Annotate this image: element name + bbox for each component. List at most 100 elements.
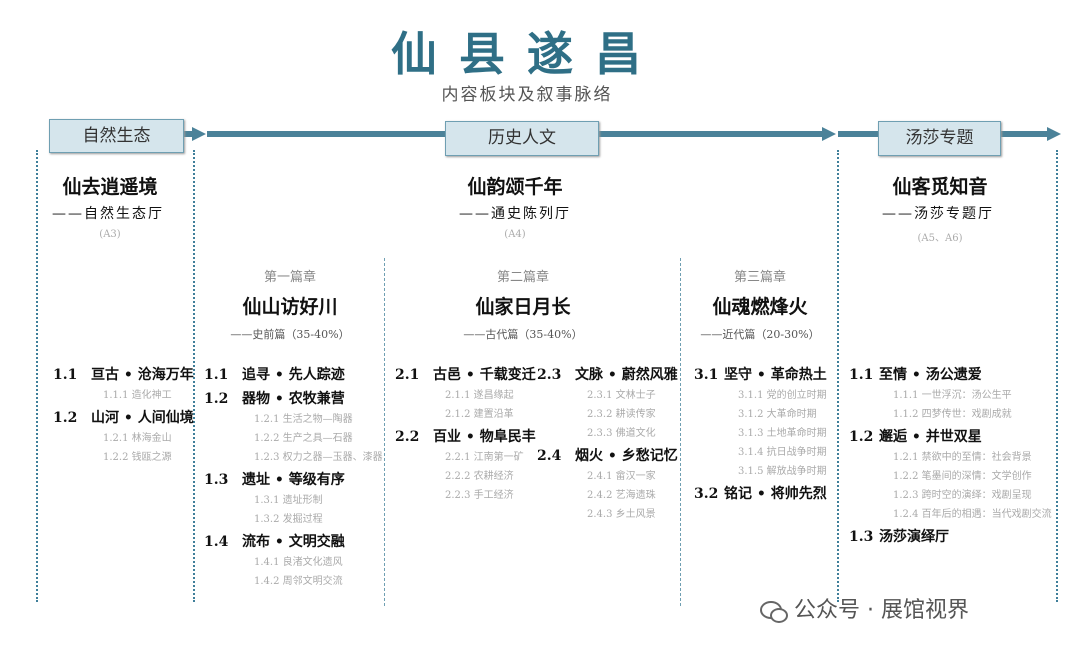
chapter-title: 仙魂燃烽火 [712,296,808,318]
item-title: 亘古 • 沧海万年 [91,367,194,383]
sub-item: 1.4.2 周邻文明交流 [254,576,343,587]
sub-item: 2.4.2 艺海遗珠 [587,490,656,501]
item-number: 3.1 [694,367,719,383]
chapter-label: 第一篇章 [263,270,317,285]
section-code: (A3) [99,229,121,240]
item-number: 1.2 [204,391,229,407]
sub-item: 2.1.1 遂昌缘起 [445,390,514,401]
section-subtitle: ——汤莎专题厅 [882,206,994,222]
item-title: 山河 • 人间仙境 [91,410,194,426]
chapter-divider [680,258,681,606]
sub-item: 2.2.2 农耕经济 [445,471,514,482]
sub-item: 3.1.5 解放战争时期 [738,466,827,477]
sub-item: 1.1.1 一世浮沉：汤公生平 [893,390,1012,401]
item-title: 烟火 • 乡愁记忆 [575,448,678,464]
divider [193,150,195,602]
sub-item: 1.1.1 造化神工 [103,390,172,401]
item-number: 2.1 [395,367,420,383]
sub-item: 1.2.1 禁欲中的至情：社会背景 [893,452,1032,463]
sub-item: 2.1.2 建置沿革 [445,409,514,420]
item-heading: 3.1 坚守 • 革命热土 [694,364,827,386]
item-number: 3.2 [694,486,719,502]
arrow-head-icon [822,127,836,141]
item-title: 追寻 • 先人踪迹 [242,367,345,383]
item-number: 1.4 [204,534,229,550]
section-box-nature: 自然生态 [49,119,184,153]
item-number: 1.1 [204,367,229,383]
sub-item: 2.3.1 文林士子 [587,390,656,401]
section-box-history: 历史人文 [445,121,599,156]
timeline-bar [183,131,193,137]
watermark: 公众号 · 展馆视界 [760,592,969,624]
sub-item: 1.3.1 遗址形制 [254,495,323,506]
sub-item: 2.3.2 耕读传家 [587,409,656,420]
sub-item: 1.2.3 跨时空的演绎：戏剧呈现 [893,490,1032,501]
item-title: 汤莎演绎厅 [879,529,949,545]
section-box-tangsha: 汤莎专题 [878,121,1001,156]
sub-item: 2.2.3 手工经济 [445,490,514,501]
item-number: 2.2 [395,429,420,445]
chapter-label: 第二篇章 [496,270,550,285]
item-number: 1.3 [849,529,874,545]
chapter-subtitle: ——古代篇（35-40%） [463,328,583,341]
sub-item: 1.2.4 百年后的相遇：当代戏剧交流 [893,509,1052,520]
item-heading: 2.3 文脉 • 蔚然风雅 [537,364,678,386]
item-title: 文脉 • 蔚然风雅 [575,367,678,383]
item-heading: 1.2 邂逅 • 并世双星 [849,426,1052,448]
sub-item: 3.1.4 抗日战争时期 [738,447,827,458]
item-title: 百业 • 物阜民丰 [433,429,536,445]
sub-item: 1.2.1 生活之物—陶器 [254,414,353,425]
sub-item: 3.1.3 土地革命时期 [738,428,827,439]
item-column-ch3: 3.1 坚守 • 革命热土 3.1.1 党的创立时期 3.1.2 大革命时期 3.1.3… [694,362,827,505]
item-title: 器物 • 农牧兼营 [242,391,345,407]
sub-item: 1.2.1 林海金山 [103,433,172,444]
sub-item: 1.4.1 良渚文化遗风 [254,557,343,568]
section-title: 仙去逍遥境 [62,176,158,198]
section-title: 仙客觅知音 [892,176,988,198]
item-heading: 1.4 流布 • 文明交融 [204,531,383,553]
sub-item: 3.1.2 大革命时期 [738,409,817,420]
sub-item: 3.1.1 党的创立时期 [738,390,827,401]
sub-item: 1.2.3 权力之器—玉器、漆器 [254,452,383,463]
sub-item: 1.2.2 钱瓯之源 [103,452,172,463]
item-heading: 2.2 百业 • 物阜民丰 [395,426,536,448]
chapter-title: 仙家日月长 [475,296,571,318]
item-title: 铭记 • 将帅先烈 [724,486,827,502]
item-title: 流布 • 文明交融 [242,534,345,550]
sub-item: 2.2.1 江南第一矿 [445,452,524,463]
item-number: 2.3 [537,367,562,383]
item-number: 1.2 [849,429,874,445]
divider [837,150,839,602]
section-title: 仙韵颂千年 [467,176,563,198]
section-subtitle: ——自然生态厅 [52,206,164,222]
section-subtitle: ——通史陈列厅 [459,206,571,222]
item-title: 邂逅 • 并世双星 [879,429,982,445]
item-heading: 1.3 汤莎演绎厅 [849,526,1052,548]
sub-item: 1.3.2 发掘过程 [254,514,323,525]
page-subtitle: 内容板块及叙事脉络 [441,85,613,105]
page-title: 仙县遂昌 [391,27,663,81]
chapter-subtitle: ——近代篇（20-30%） [700,328,820,341]
section-code: (A4) [504,229,526,240]
watermark-text: 公众号 · 展馆视界 [794,598,969,623]
item-number: 2.4 [537,448,562,464]
chapter-divider [384,258,385,606]
chapter-label: 第三篇章 [733,270,787,285]
item-heading: 1.1 追寻 • 先人踪迹 [204,364,383,386]
item-title: 坚守 • 革命热土 [724,367,827,383]
divider [1056,150,1058,602]
wechat-icon [760,600,788,623]
sub-item: 2.4.3 乡土风景 [587,509,656,520]
item-heading: 3.2 铭记 • 将帅先烈 [694,483,827,505]
item-heading: 2.4 烟火 • 乡愁记忆 [537,445,678,467]
arrow-head-icon [1047,127,1061,141]
chapter-title: 仙山访好川 [242,296,338,318]
item-title: 遗址 • 等级有序 [242,472,345,488]
divider [36,150,38,602]
item-heading: 1.2 器物 • 农牧兼营 [204,388,383,410]
